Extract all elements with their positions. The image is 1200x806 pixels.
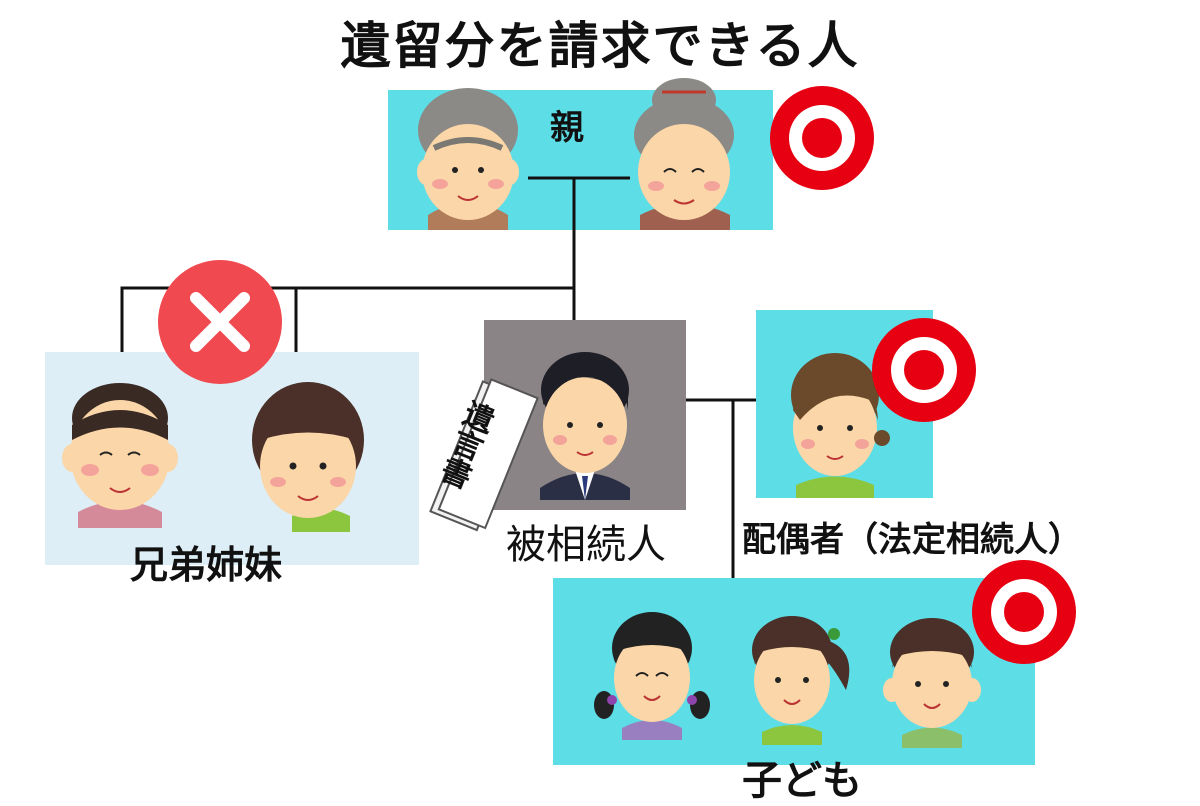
deceased-icon	[540, 352, 630, 500]
page-title: 遺留分を請求できる人	[340, 17, 860, 75]
sister-icon	[252, 382, 364, 532]
will-document-icon	[429, 378, 539, 532]
child-girl-ponytail-icon	[752, 616, 850, 745]
grandmother-icon	[634, 78, 734, 230]
child-girl-pigtails-icon	[594, 612, 710, 740]
deceased-label: 被相続人	[506, 522, 666, 568]
children-label: 子ども	[742, 758, 862, 804]
spouse-eligible-mark-icon	[872, 318, 976, 422]
connector-lines	[120, 176, 756, 578]
parents-eligible-mark-icon	[770, 86, 874, 190]
grandfather-icon	[417, 88, 519, 230]
siblings-label: 兄弟姉妹	[130, 543, 283, 587]
brother-icon	[62, 383, 178, 528]
spouse-label: 配偶者（法定相続人）	[742, 520, 1082, 560]
spouse-icon	[791, 353, 890, 498]
parents-label: 親	[550, 108, 584, 148]
children-eligible-mark-icon	[972, 560, 1076, 664]
child-boy-icon	[883, 618, 981, 748]
siblings-ineligible-mark-icon	[158, 260, 282, 384]
